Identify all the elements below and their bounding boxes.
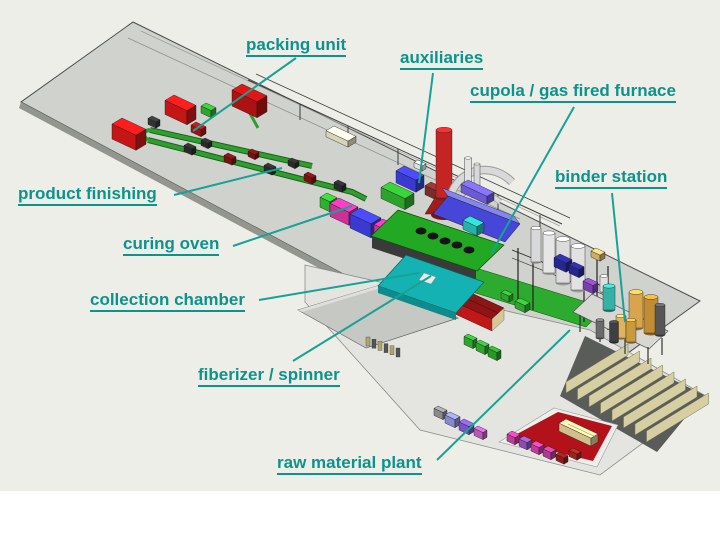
leader-fiberizer-spinner (292, 275, 432, 362)
label-cupola-gas-fired-furnace: cupola / gas fired furnace (470, 82, 676, 103)
label-collection-chamber: collection chamber (90, 291, 245, 312)
label-binder-station: binder station (555, 168, 668, 189)
leader-cupola-gas-fired-furnace (490, 106, 575, 255)
leader-collection-chamber (258, 272, 420, 301)
leader-lines (173, 57, 626, 461)
furnace-plant (365, 126, 613, 361)
label-fiberizer-spinner: fiberizer / spinner (198, 366, 340, 387)
label-curing-oven: curing oven (123, 235, 220, 256)
leader-raw-material-plant (436, 329, 571, 461)
label-raw-material-plant: raw material plant (277, 454, 422, 475)
raw-material-area (433, 343, 709, 468)
leader-product-finishing (173, 167, 283, 196)
label-packing-unit: packing unit (246, 36, 347, 57)
leader-binder-station (611, 192, 626, 323)
binder-station-tanks (572, 283, 669, 364)
label-auxiliaries: auxiliaries (400, 49, 484, 70)
label-product-finishing: product finishing (18, 185, 157, 206)
leader-curing-oven (232, 205, 353, 247)
leader-auxiliaries (418, 72, 434, 184)
leader-packing-unit (192, 57, 297, 132)
